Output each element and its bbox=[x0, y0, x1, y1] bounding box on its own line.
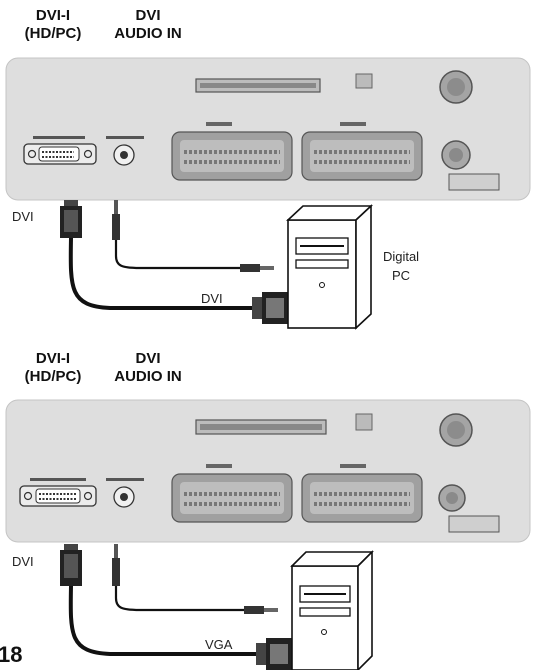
dvi-i-text-2: DVI-I bbox=[35, 350, 71, 367]
dvi-plug-icon bbox=[60, 200, 82, 238]
dvi-i-text: DVI-I bbox=[35, 7, 71, 24]
digital-pc-label: Digital PC bbox=[376, 250, 426, 282]
audio-in-text-2: AUDIO IN bbox=[114, 368, 182, 385]
audio-plug-icon-2 bbox=[112, 544, 120, 586]
vga-cable-label: VGA bbox=[205, 637, 233, 652]
dvi-cable-label: DVI bbox=[201, 291, 223, 306]
dvi-i-port-2 bbox=[19, 478, 97, 507]
audio-in-text: AUDIO IN bbox=[114, 25, 182, 42]
dvi-cable-end-label: DVI bbox=[12, 209, 34, 224]
dvi-plug-icon-2 bbox=[60, 544, 82, 586]
connection-diagram-vga bbox=[5, 399, 531, 670]
dvi-i-hd-pc-label-2: DVI-I (HD/PC) bbox=[14, 351, 92, 384]
dvi-i-hd-pc-label: DVI-I (HD/PC) bbox=[14, 8, 92, 41]
dvi-audio-in-label-2: DVI AUDIO IN bbox=[100, 351, 196, 384]
page-number: 18 bbox=[0, 642, 23, 667]
dvi-text-2: DVI bbox=[135, 350, 161, 367]
tv-rear-panel-2 bbox=[5, 399, 531, 543]
audio-plug-icon bbox=[112, 200, 120, 240]
dvi-i-port bbox=[23, 136, 97, 165]
connection-diagram-digital-pc bbox=[5, 57, 531, 330]
digital-text: Digital bbox=[382, 249, 420, 264]
hd-pc-text: (HD/PC) bbox=[24, 25, 82, 42]
dvi-text: DVI bbox=[135, 7, 161, 24]
dvi-plug-at-pc-icon bbox=[252, 292, 288, 324]
tv-rear-panel bbox=[5, 57, 531, 201]
audio-in-jack-2 bbox=[106, 478, 144, 508]
dvi-audio-in-label: DVI AUDIO IN bbox=[100, 8, 196, 41]
vga-plug-icon bbox=[256, 638, 292, 670]
pc-tower-icon-2 bbox=[290, 550, 374, 670]
audio-in-jack bbox=[106, 136, 144, 166]
pc-text: PC bbox=[391, 268, 411, 283]
hd-pc-text-2: (HD/PC) bbox=[24, 368, 82, 385]
pc-tower-icon bbox=[285, 204, 374, 330]
dvi-cable-end-label-2: DVI bbox=[12, 554, 34, 569]
